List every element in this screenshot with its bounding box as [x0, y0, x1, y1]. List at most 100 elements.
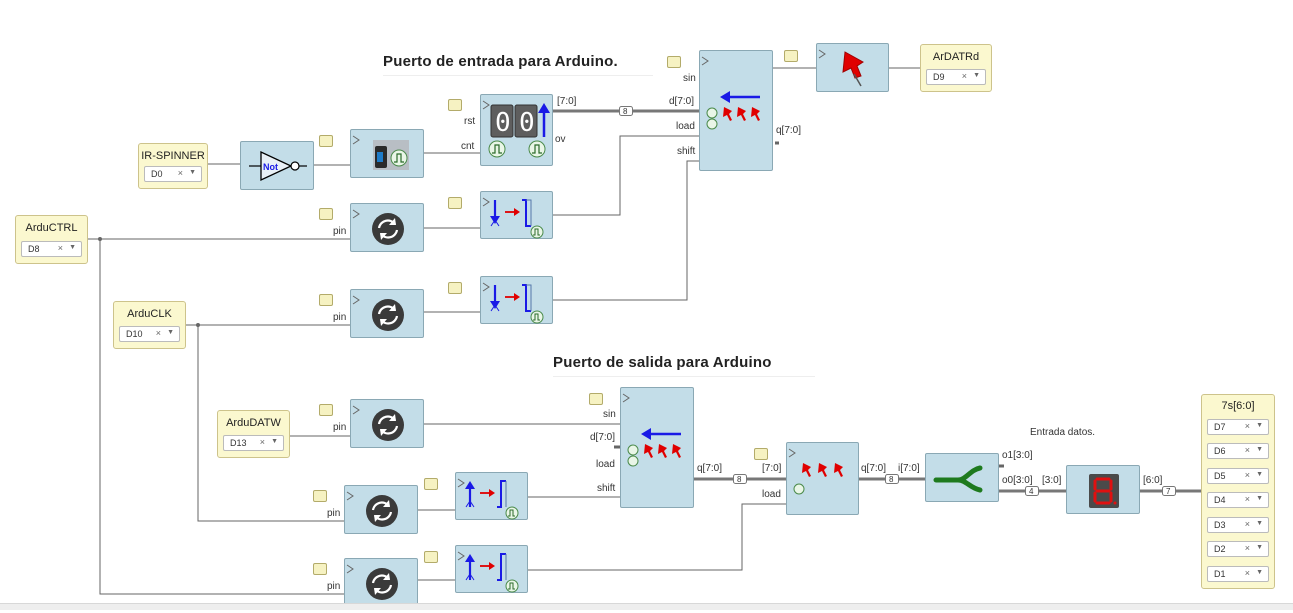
not-gate-block[interactable]: Not [240, 141, 314, 190]
sync-toggle-1[interactable] [319, 208, 333, 220]
edge-toggle-3[interactable] [424, 478, 438, 490]
output-ardatrd[interactable]: ArDATRd D9 × ▼ [920, 44, 992, 92]
shift-register-toggle-1[interactable] [667, 56, 681, 68]
shift-label: shift [677, 146, 696, 157]
seg7-pin-select-2[interactable]: D5×▼ [1207, 468, 1269, 484]
clear-icon[interactable]: × [1244, 543, 1250, 553]
seg7-pin-select-5[interactable]: D2×▼ [1207, 541, 1269, 557]
chevron-down-icon[interactable]: ▼ [1256, 495, 1263, 502]
register-toggle[interactable] [754, 448, 768, 460]
counter-toggle[interactable] [448, 99, 462, 111]
clear-icon[interactable]: × [1244, 445, 1250, 455]
seg7-pin-select-1[interactable]: D6 × ▼ [1207, 443, 1269, 459]
input-ardudatw[interactable]: ArduDATW D13 × ▼ [217, 410, 290, 458]
clear-icon[interactable]: × [1244, 568, 1250, 578]
sync-toggle-3[interactable] [319, 404, 333, 416]
seven-segment-decoder-block[interactable] [1066, 465, 1140, 514]
ardudatw-pin-value: D13 [230, 438, 247, 448]
chevron-down-icon[interactable]: ▼ [1256, 446, 1263, 453]
counter-block[interactable]: 0 0 [480, 94, 553, 166]
svg-text:8: 8 [737, 475, 742, 484]
shift-register-block-1[interactable] [699, 50, 773, 171]
ardudatw-pin-select[interactable]: D13 × ▼ [223, 435, 284, 451]
sensor-toggle[interactable] [319, 135, 333, 147]
seg7-pin-select-3[interactable]: D4 × ▼ [1207, 492, 1269, 508]
chevron-down-icon[interactable]: ▼ [69, 244, 76, 251]
ardatrd-label: ArDATRd [932, 51, 980, 63]
junctions [98, 237, 200, 327]
horizontal-scrollbar[interactable] [0, 603, 1293, 610]
load-label: load [676, 121, 695, 132]
ir-spinner-pin-select[interactable]: D0 × ▼ [144, 166, 202, 182]
sync-block-3[interactable] [350, 399, 424, 448]
clear-icon[interactable]: × [1244, 421, 1250, 431]
ardatrd-pin-select[interactable]: D9 × ▼ [926, 69, 986, 85]
rising-edge-detector-2[interactable] [455, 545, 528, 593]
shift-register-toggle-2[interactable] [589, 393, 603, 405]
ardatrd-pin-value: D9 [933, 72, 945, 82]
sync-toggle-5[interactable] [313, 563, 327, 575]
clear-icon[interactable]: × [259, 437, 265, 447]
edge-toggle-2[interactable] [448, 282, 462, 294]
seg7-pin-select-6[interactable]: D1×▼ [1207, 566, 1269, 582]
output-7seg-bus[interactable]: 7s[6:0] D7×▼ D6×▼ D5×▼ D4×▼ D3×▼ D2×▼ D1… [1201, 394, 1275, 589]
chevron-down-icon[interactable]: ▼ [973, 72, 980, 79]
sync-block-2[interactable] [350, 289, 424, 338]
arductrl-pin-select[interactable]: D8 × ▼ [21, 241, 82, 257]
counter-icon: 0 0 [482, 100, 550, 158]
sync-block-1[interactable] [350, 203, 424, 252]
input-arduclk[interactable]: ArduCLK D10 × ▼ [113, 301, 186, 349]
chevron-down-icon[interactable]: ▼ [1256, 520, 1263, 527]
sync-block-4[interactable] [344, 485, 418, 534]
chevron-down-icon[interactable]: ▼ [1256, 569, 1263, 576]
bus-width-badge: 8 [885, 474, 899, 484]
chevron-down-icon[interactable]: ▼ [1256, 471, 1263, 478]
rising-edge-detector-1[interactable] [455, 472, 528, 520]
load-label: load [762, 489, 781, 500]
seg7-pin-select-0[interactable]: D7 × ▼ [1207, 419, 1269, 435]
falling-edge-detector-1[interactable] [480, 191, 553, 239]
sync-toggle-2[interactable] [319, 294, 333, 306]
arduclk-pin-select[interactable]: D10 × ▼ [119, 326, 180, 342]
pin-driver-toggle[interactable] [784, 50, 798, 62]
bus-label-7-0: [7:0] [557, 96, 577, 107]
edge-toggle-1[interactable] [448, 197, 462, 209]
shift-register-block-2[interactable] [620, 387, 694, 508]
svg-text:8: 8 [623, 107, 628, 116]
edge-toggle-4[interactable] [424, 551, 438, 563]
arductrl-label: ArduCTRL [25, 222, 78, 234]
ir-spinner-pin-value: D0 [151, 169, 163, 179]
clear-icon[interactable]: × [1244, 470, 1250, 480]
input-ir-spinner[interactable]: IR-SPINNER D0 × ▼ [138, 143, 208, 189]
falling-edge-detector-2[interactable] [480, 276, 553, 324]
d-label: d[7:0] [590, 432, 616, 443]
seg7-pin-value: D4 [1214, 495, 1226, 505]
clear-icon[interactable]: × [961, 71, 967, 81]
clear-icon[interactable]: × [57, 243, 63, 253]
bus-splitter-block[interactable] [925, 453, 999, 502]
ir-sensor-block[interactable] [350, 129, 424, 178]
clear-icon[interactable]: × [155, 328, 161, 338]
seg7-pin-select-4[interactable]: D3×▼ [1207, 517, 1269, 533]
d-label: d[7:0] [669, 96, 695, 107]
clear-icon[interactable]: × [1244, 494, 1250, 504]
chevron-down-icon[interactable]: ▼ [271, 438, 278, 445]
sync-toggle-4[interactable] [313, 490, 327, 502]
sync-block-5[interactable] [344, 558, 418, 607]
rising-edge-icon [457, 478, 519, 520]
clear-icon[interactable]: × [1244, 519, 1250, 529]
input-port-title: Puerto de entrada para Arduino. [383, 53, 653, 76]
clear-icon[interactable]: × [177, 168, 183, 178]
seg7-pin-value: D6 [1214, 446, 1226, 456]
register-block[interactable] [786, 442, 859, 515]
seg7-pin-value: D7 [1214, 422, 1226, 432]
chevron-down-icon[interactable]: ▼ [167, 329, 174, 336]
bus-width-badge: 8 [733, 474, 747, 484]
chevron-down-icon[interactable]: ▼ [1256, 544, 1263, 551]
input-arductrl[interactable]: ArduCTRL D8 × ▼ [15, 215, 88, 264]
chevron-down-icon[interactable]: ▼ [189, 169, 196, 176]
pin-label: pin [327, 581, 341, 592]
pin-driver-block[interactable] [816, 43, 889, 92]
falling-edge-icon [482, 282, 544, 324]
chevron-down-icon[interactable]: ▼ [1256, 422, 1263, 429]
